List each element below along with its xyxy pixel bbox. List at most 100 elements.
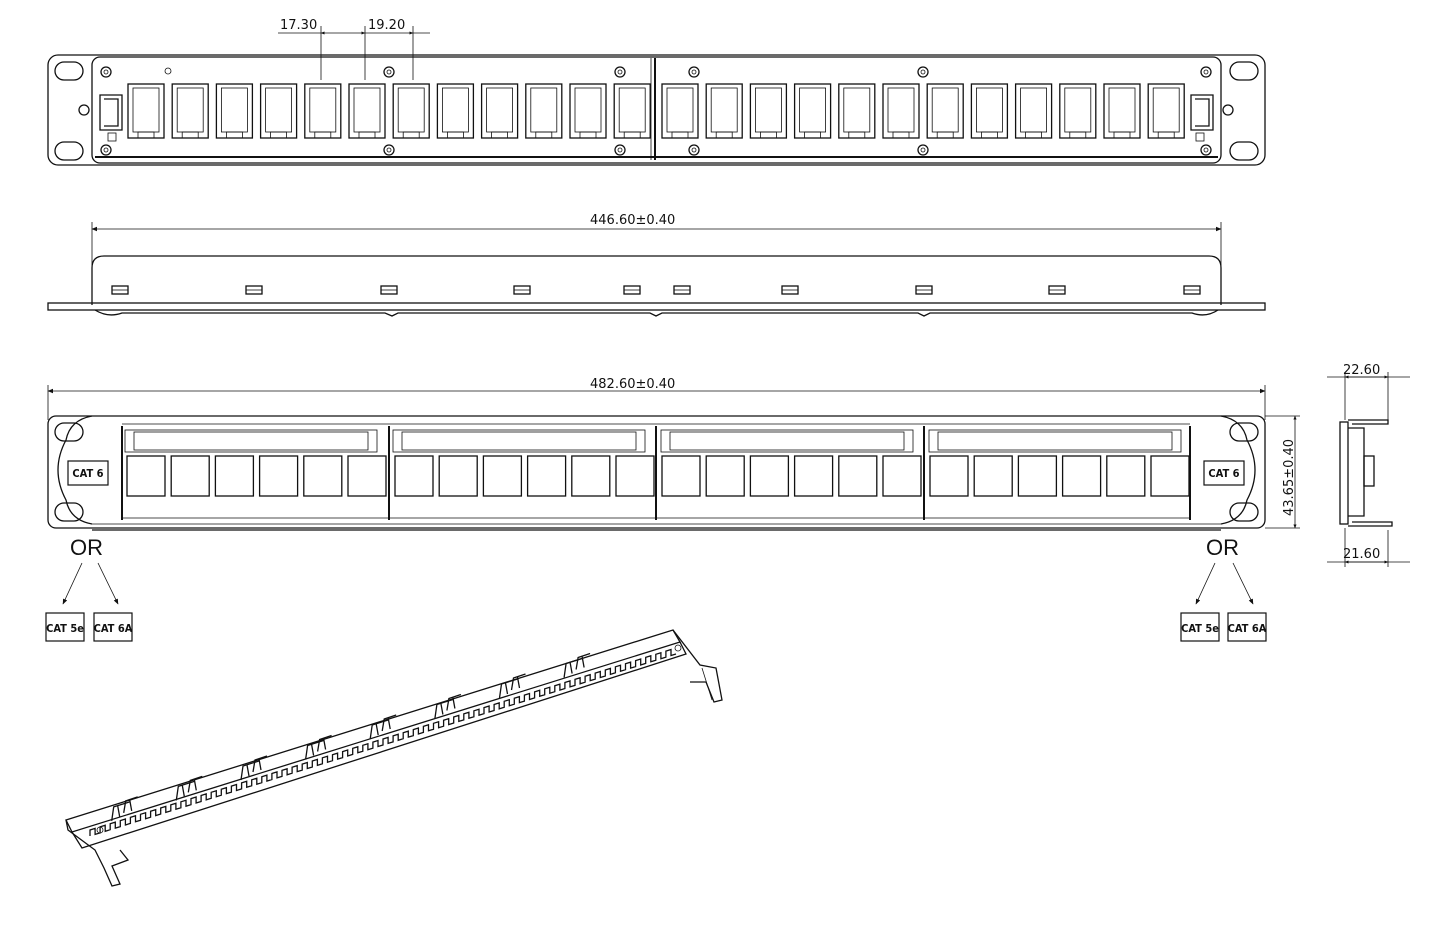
rear-port <box>525 83 563 139</box>
front-port <box>882 455 922 497</box>
top-clip <box>915 285 933 295</box>
depth-bottom-label: 21.60 <box>1343 547 1380 562</box>
pitch-dimensions: 17.30 19.20 <box>278 18 430 80</box>
rear-port <box>1059 83 1097 139</box>
rear-port <box>1014 83 1053 139</box>
badge-left-cat6 <box>67 460 109 486</box>
rear-port-row <box>127 83 1185 139</box>
front-port <box>1150 455 1190 497</box>
inner-width-label: 446.60±0.40 <box>590 213 675 228</box>
ear-slot <box>54 141 84 161</box>
front-port <box>303 455 343 497</box>
front-port <box>749 455 790 497</box>
top-clip-row <box>111 285 1201 295</box>
front-port <box>347 455 387 497</box>
bar-t-tab <box>498 673 526 699</box>
badge-left-cat6-text: CAT 6 <box>72 467 103 480</box>
rear-port <box>480 83 519 139</box>
front-port <box>615 455 655 497</box>
rear-port <box>569 83 607 139</box>
rear-panel-inner <box>91 56 1222 164</box>
front-port <box>1061 455 1102 497</box>
top-clip <box>380 285 398 295</box>
rear-port <box>127 83 165 139</box>
front-port <box>705 455 745 497</box>
rear-port <box>348 83 386 139</box>
rear-port <box>793 83 832 139</box>
top-clip <box>513 285 531 295</box>
bar-t-tab <box>240 755 268 781</box>
ear-slot <box>1229 141 1259 161</box>
group-gap-label: 19.20 <box>368 18 405 33</box>
front-port <box>1106 455 1146 497</box>
bar-t-tab <box>111 796 138 821</box>
badge-right-cat6a: CAT 6A <box>1228 622 1267 635</box>
front-port <box>973 455 1013 497</box>
top-clip <box>1183 285 1201 295</box>
badge-left-cat5e: CAT 5e <box>46 622 84 635</box>
front-port-row <box>126 455 1190 497</box>
rear-port <box>613 83 651 139</box>
badge-left-cat6a: CAT 6A <box>94 622 133 635</box>
rear-port <box>392 83 430 139</box>
badge-right-cat5e: CAT 5e <box>1181 622 1219 635</box>
front-port <box>438 455 478 497</box>
top-clip <box>673 285 691 295</box>
top-clip <box>245 285 263 295</box>
front-port <box>571 455 611 497</box>
rear-port <box>1103 83 1141 139</box>
front-port <box>793 455 834 497</box>
front-port <box>661 455 701 497</box>
front-port <box>126 455 166 497</box>
rear-view <box>47 54 1266 166</box>
front-view: 482.60±0.40 CAT 6 CAT 6 <box>47 377 1300 531</box>
rear-port <box>304 83 342 139</box>
or-right: OR <box>1206 535 1239 560</box>
top-clip <box>781 285 799 295</box>
front-port <box>258 455 299 497</box>
bar-t-tab <box>563 652 591 678</box>
rear-panel-outline <box>47 54 1266 166</box>
port-pitch-label: 17.30 <box>280 18 317 33</box>
or-left: OR <box>70 535 103 560</box>
bar-t-tab <box>434 693 462 719</box>
bar-t-tab <box>175 775 203 801</box>
front-port <box>929 455 969 497</box>
rear-port <box>838 83 876 139</box>
top-clip <box>623 285 641 295</box>
top-clip <box>111 285 129 295</box>
ear-slot <box>1229 61 1259 81</box>
rear-screws <box>100 66 1212 156</box>
rear-port <box>926 83 964 139</box>
rear-port <box>749 83 788 139</box>
rear-port <box>705 83 743 139</box>
cable-management-bar <box>65 629 723 887</box>
front-port <box>394 455 434 497</box>
rear-port <box>970 83 1009 139</box>
rear-port <box>436 83 475 139</box>
ear-slot <box>54 61 84 81</box>
height-label: 43.65±0.40 <box>1282 439 1297 516</box>
front-port <box>838 455 878 497</box>
rear-port <box>215 83 254 139</box>
rear-port <box>171 83 209 139</box>
front-port <box>526 455 567 497</box>
front-port <box>1017 455 1058 497</box>
rear-port <box>259 83 298 139</box>
badge-right-cat6 <box>1203 460 1245 486</box>
front-port <box>482 455 523 497</box>
rear-port <box>661 83 699 139</box>
bar-t-tab <box>369 714 397 740</box>
variant-callouts: OR OR CAT 5e CAT 6A CAT 5e CAT 6A <box>45 535 1267 642</box>
rear-port <box>882 83 920 139</box>
rear-port <box>1147 83 1185 139</box>
overall-width-label: 482.60±0.40 <box>590 377 675 392</box>
top-view: 446.60±0.40 <box>47 213 1266 317</box>
badge-right-cat6-text: CAT 6 <box>1208 467 1239 480</box>
side-profile: 22.60 21.60 <box>1327 363 1410 567</box>
top-clip <box>1048 285 1066 295</box>
front-port <box>170 455 210 497</box>
front-port <box>214 455 255 497</box>
bar-tab-row <box>111 652 591 821</box>
